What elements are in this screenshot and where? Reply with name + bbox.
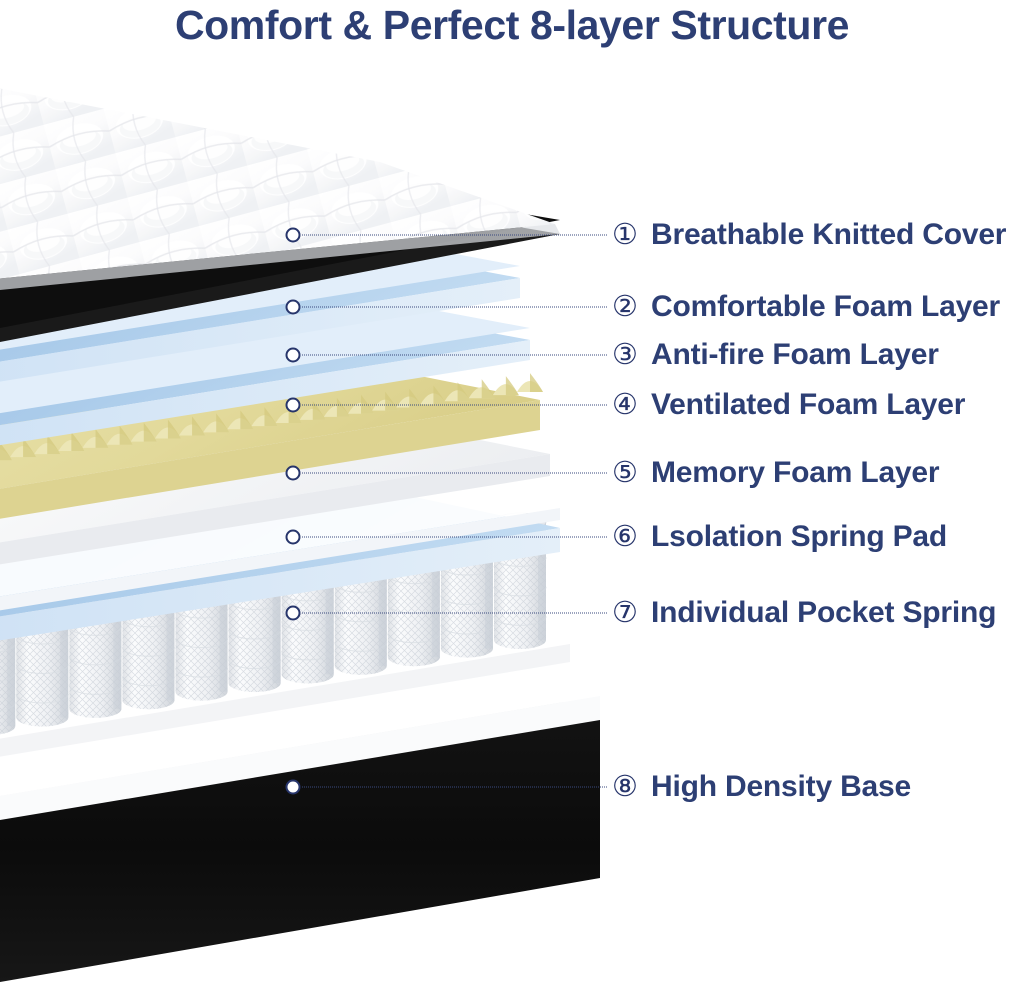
layer-label-7[interactable]: ⑦ Individual Pocket Spring (612, 596, 996, 630)
layer-memory-foam (0, 424, 550, 565)
layer-antifire-foam (0, 300, 530, 446)
layer-label-text: High Density Base (651, 770, 912, 803)
leader-line (302, 786, 607, 788)
layer-label-text: Breathable Knitted Cover (651, 218, 1007, 251)
callout-marker[interactable] (285, 299, 301, 315)
callout-marker[interactable] (285, 779, 301, 795)
leader-line (302, 354, 607, 356)
layer-number-badge: ⑤ (612, 456, 638, 489)
layer-number-badge: ④ (612, 388, 638, 421)
layer-label-text: Ventilated Foam Layer (651, 388, 966, 421)
layer-knitted-cover (0, 88, 560, 342)
layer-label-1[interactable]: ① Breathable Knitted Cover (612, 218, 1006, 252)
leader-line (302, 612, 607, 614)
layer-label-text: Comfortable Foam Layer (651, 290, 1001, 323)
layer-number-badge: ① (612, 218, 638, 251)
callout-marker[interactable] (285, 605, 301, 621)
layer-label-text: Individual Pocket Spring (651, 596, 997, 629)
layer-number-badge: ② (612, 290, 638, 323)
layer-label-2[interactable]: ② Comfortable Foam Layer (612, 290, 1000, 324)
layer-label-4[interactable]: ④ Ventilated Foam Layer (612, 388, 965, 422)
callout-marker[interactable] (285, 227, 301, 243)
layer-ventilated-foam (0, 370, 543, 519)
leader-line (302, 536, 607, 538)
callout-marker[interactable] (285, 347, 301, 363)
layer-label-3[interactable]: ③ Anti-fire Foam Layer (612, 338, 939, 372)
layer-number-badge: ⑧ (612, 770, 638, 803)
callout-marker[interactable] (285, 465, 301, 481)
leader-line (302, 472, 607, 474)
leader-line (302, 234, 607, 236)
leader-line (302, 404, 607, 406)
layer-label-6[interactable]: ⑥ Lsolation Spring Pad (612, 520, 947, 554)
layer-isolation-spring-pad (0, 476, 560, 641)
callout-marker[interactable] (285, 529, 301, 545)
layer-number-badge: ⑦ (612, 596, 638, 629)
page-title: Comfort & Perfect 8-layer Structure (174, 2, 850, 48)
layer-high-density-base (0, 654, 600, 982)
layer-number-badge: ⑥ (612, 520, 638, 553)
callout-marker[interactable] (285, 397, 301, 413)
layer-label-8[interactable]: ⑧ High Density Base (612, 770, 911, 804)
layer-label-text: Anti-fire Foam Layer (651, 338, 939, 371)
layer-number-badge: ③ (612, 338, 638, 371)
mattress-illustration (0, 52, 620, 991)
layer-label-5[interactable]: ⑤ Memory Foam Layer (612, 456, 940, 490)
layer-label-text: Memory Foam Layer (651, 456, 940, 489)
layer-label-text: Lsolation Spring Pad (651, 520, 948, 553)
leader-line (302, 306, 607, 308)
